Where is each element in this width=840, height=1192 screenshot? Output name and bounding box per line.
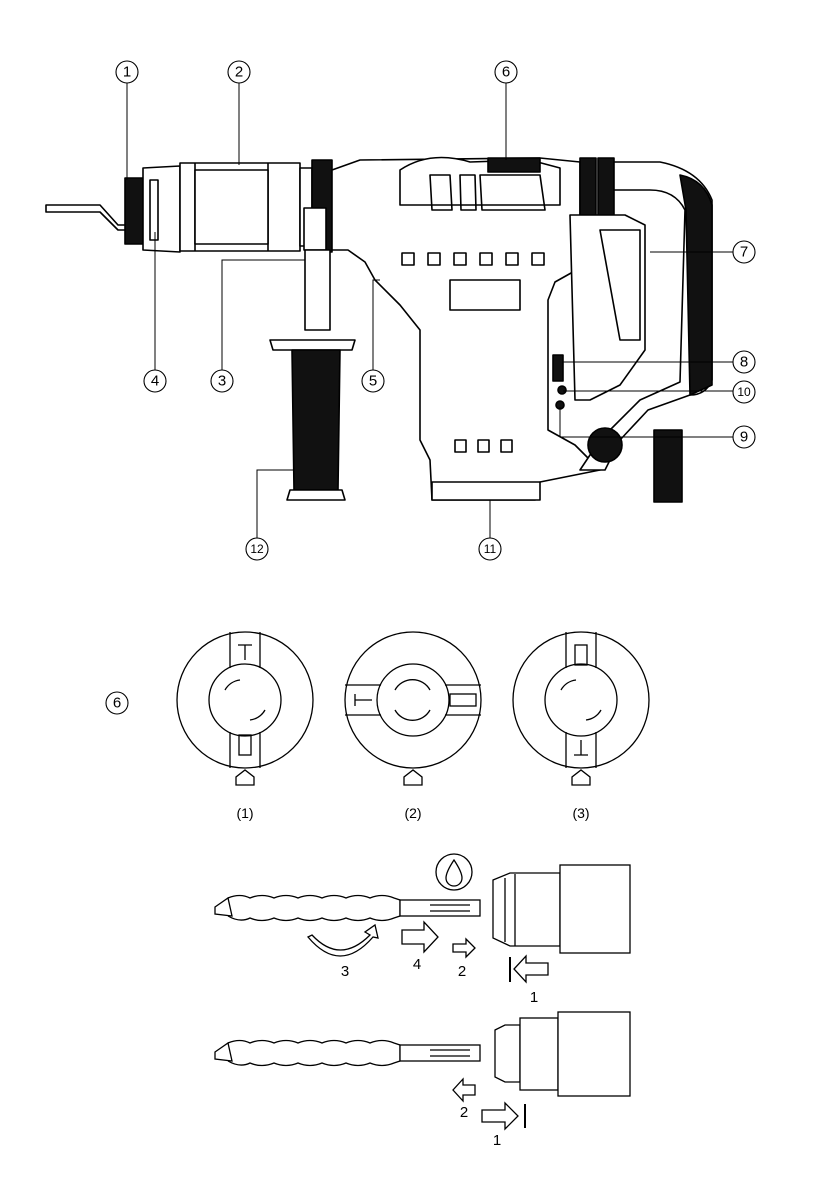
handle-knob: [287, 490, 345, 500]
lock-button: [588, 428, 622, 462]
chuck-remove: [495, 1012, 630, 1096]
callout-5: 5: [369, 373, 377, 390]
mode-label-1: (1): [236, 805, 253, 821]
drill-bit-insert: [215, 896, 480, 921]
callout-9: 9: [740, 429, 748, 446]
mode-selector-section: 6: [106, 632, 649, 821]
callout-10: 10: [737, 385, 751, 399]
power-cable: [654, 430, 682, 502]
callout-1: 1: [123, 64, 131, 81]
insert-step-slide: 2: [458, 963, 466, 980]
insert-step-labels: 3 4 2 1: [341, 956, 538, 1006]
pull-sleeve-arrow-icon: [514, 956, 548, 982]
handle-guard: [270, 340, 355, 350]
indicator-lamp-upper: [558, 386, 566, 394]
handle-shaft: [305, 250, 330, 330]
callout-7: 7: [740, 244, 748, 261]
base-foot: [432, 482, 540, 500]
rotate-arrow-icon: [308, 925, 378, 956]
name-plate: [450, 280, 520, 310]
switch-indicator: [553, 355, 563, 381]
oil-drop-icon: [436, 854, 472, 890]
release-arrow-icon: [482, 1103, 518, 1129]
callout-4: 4: [151, 373, 159, 390]
chuck-insert: [493, 865, 630, 953]
callout-11: 11: [484, 542, 497, 556]
insert-step-push: 4: [413, 956, 421, 973]
drill-bit-remove: [215, 1041, 480, 1066]
vent-row-lower: [455, 440, 512, 452]
mode-selector-callout: 6: [113, 695, 121, 712]
callout-3: 3: [218, 373, 226, 390]
remove-arrow-icon: [453, 1079, 475, 1101]
insert-step-rotate: 3: [341, 963, 349, 980]
chuck-front-ring: [125, 178, 143, 244]
mode-dial-1: [177, 632, 313, 768]
callout-6: 6: [502, 64, 510, 81]
chuck-nose: [143, 166, 180, 252]
slide-arrow-icon: [453, 939, 475, 957]
bit-insertion-section: [215, 854, 630, 1129]
mode-label-2: (2): [404, 805, 421, 821]
mode-dial-2: [345, 632, 481, 768]
remove-step-release: 1: [493, 1132, 501, 1149]
triangle-marker-icon: [236, 770, 590, 785]
rear-ring-1: [580, 158, 596, 220]
rotary-hammer-illustration: [46, 158, 712, 503]
callout-8: 8: [740, 354, 748, 371]
rear-ring-2: [598, 158, 614, 220]
mode-label-3: (3): [572, 805, 589, 821]
callout-2: 2: [235, 64, 243, 81]
handle-grip: [292, 350, 340, 490]
callout-12: 12: [250, 542, 264, 556]
remove-step-pull: 2: [460, 1104, 468, 1121]
insert-step-pull: 1: [530, 989, 538, 1006]
push-arrow-icon: [402, 922, 438, 952]
mode-dial-3: [513, 632, 649, 768]
